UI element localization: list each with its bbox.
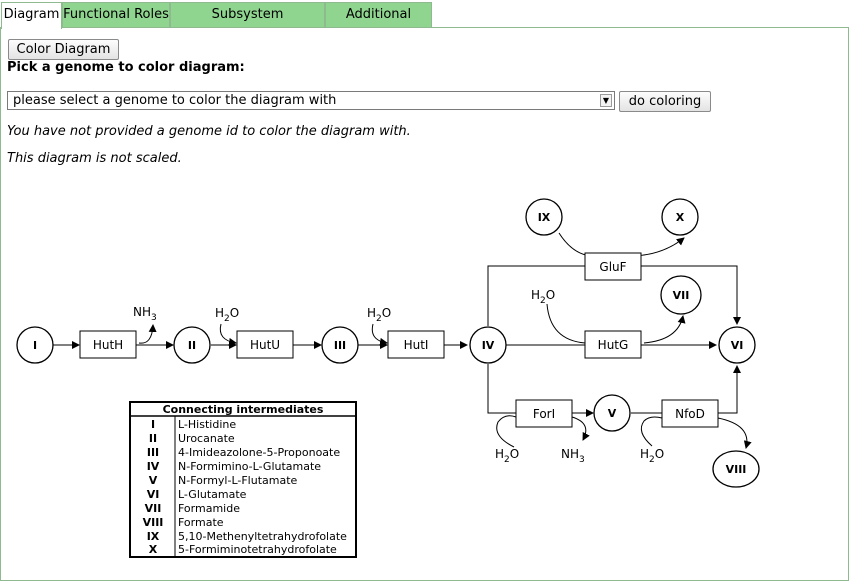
- enzyme-hutu[interactable]: HutU: [250, 338, 280, 352]
- svg-text:H2O: H2O: [215, 306, 239, 324]
- enzyme-nfod[interactable]: NfoD: [675, 407, 705, 421]
- svg-text:H2O: H2O: [640, 447, 664, 465]
- node-iv: IV: [482, 339, 495, 352]
- tab-diagram[interactable]: Diagram: [1, 2, 62, 29]
- genome-select-value: please select a genome to color the diag…: [13, 93, 337, 108]
- legend-num: V: [149, 474, 158, 487]
- legend-num: II: [149, 432, 157, 445]
- node-x: X: [676, 211, 685, 224]
- nh3-label-fori: NH3: [561, 447, 585, 465]
- h2o-label-nfod: H2O: [640, 447, 664, 465]
- enzyme-fori[interactable]: ForI: [533, 407, 555, 421]
- node-ii: II: [188, 339, 196, 352]
- legend-num: IX: [147, 530, 160, 543]
- do-coloring-button[interactable]: do coloring: [619, 91, 711, 112]
- legend-num: VII: [145, 502, 162, 515]
- genome-select[interactable]: please select a genome to color the diag…: [7, 91, 615, 110]
- intermediates-legend: Connecting intermediates I L-Histidine I…: [129, 401, 357, 558]
- legend-name: 5-Formiminotetrahydrofolate: [178, 543, 337, 556]
- h2o-label-huti: H2O: [367, 306, 391, 324]
- legend-name: L-Histidine: [178, 418, 236, 431]
- tab-functional-roles[interactable]: Functional Roles: [62, 2, 170, 27]
- legend-name: 5,10-Methenyltetrahydrofolate: [178, 530, 347, 543]
- svg-text:H2O: H2O: [495, 447, 519, 465]
- legend-num: VIII: [143, 516, 164, 529]
- legend-num: I: [151, 418, 155, 431]
- legend-name: N-Formyl-L-Flutamate: [178, 474, 298, 487]
- h2o-label-hutu: H2O: [215, 306, 239, 324]
- svg-text:NH3: NH3: [561, 447, 585, 465]
- node-iii: III: [334, 339, 346, 352]
- node-ix: IX: [538, 211, 551, 224]
- legend-name: Formate: [178, 516, 224, 529]
- legend-name: L-Glutamate: [178, 488, 247, 501]
- legend-num: III: [147, 446, 159, 459]
- legend-num: IV: [147, 460, 160, 473]
- node-viii: VIII: [726, 463, 747, 476]
- node-vi: VI: [731, 339, 744, 352]
- h2o-label-fori: H2O: [495, 447, 519, 465]
- svg-text:H2O: H2O: [531, 288, 555, 306]
- legend-title: Connecting intermediates: [163, 403, 324, 416]
- no-genome-notice: You have not provided a genome id to col…: [7, 124, 411, 139]
- enzyme-huth[interactable]: HutH: [93, 338, 123, 352]
- enzyme-hutg[interactable]: HutG: [598, 338, 629, 352]
- legend-name: Urocanate: [178, 432, 235, 445]
- chevron-down-icon[interactable]: ▼: [600, 94, 612, 107]
- svg-text:H2O: H2O: [367, 306, 391, 324]
- legend-name: 4-Imideazolone-5-Proponoate: [178, 446, 340, 459]
- legend-name: N-Formimino-L-Glutamate: [178, 460, 321, 473]
- color-diagram-button[interactable]: Color Diagram: [8, 39, 119, 60]
- h2o-label-hutg: H2O: [531, 288, 555, 306]
- enzyme-gluf[interactable]: GluF: [599, 260, 626, 274]
- svg-text:NH3: NH3: [133, 305, 157, 323]
- enzyme-huti[interactable]: HutI: [404, 338, 429, 352]
- not-scaled-notice: This diagram is not scaled.: [7, 151, 182, 166]
- node-v: V: [608, 407, 617, 420]
- legend-name: Formamide: [178, 502, 240, 515]
- pick-genome-label: Pick a genome to color diagram:: [7, 60, 245, 75]
- legend-num: VI: [147, 488, 160, 501]
- node-i: I: [33, 339, 37, 352]
- node-vii: VII: [673, 289, 690, 302]
- nh3-label-huth: NH3: [133, 305, 157, 323]
- legend-num: X: [149, 543, 158, 556]
